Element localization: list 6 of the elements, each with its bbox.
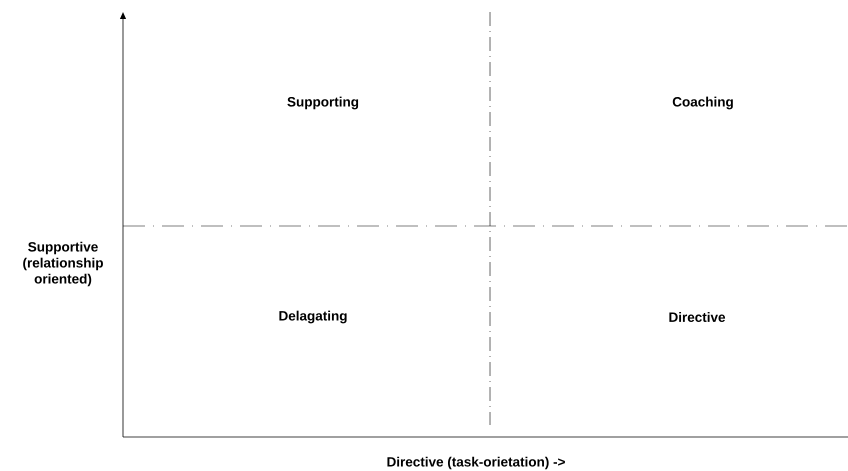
quadrant-label: Directive [669, 312, 726, 322]
quadrant-label: Supporting [287, 96, 358, 110]
quadrant-label: Delagating [279, 310, 347, 324]
axis-label: Directive (task-orietation) -> [387, 456, 565, 470]
quadrant-label: Coaching [672, 96, 733, 110]
axis-label: Supportive (relationship oriented) [23, 242, 103, 286]
